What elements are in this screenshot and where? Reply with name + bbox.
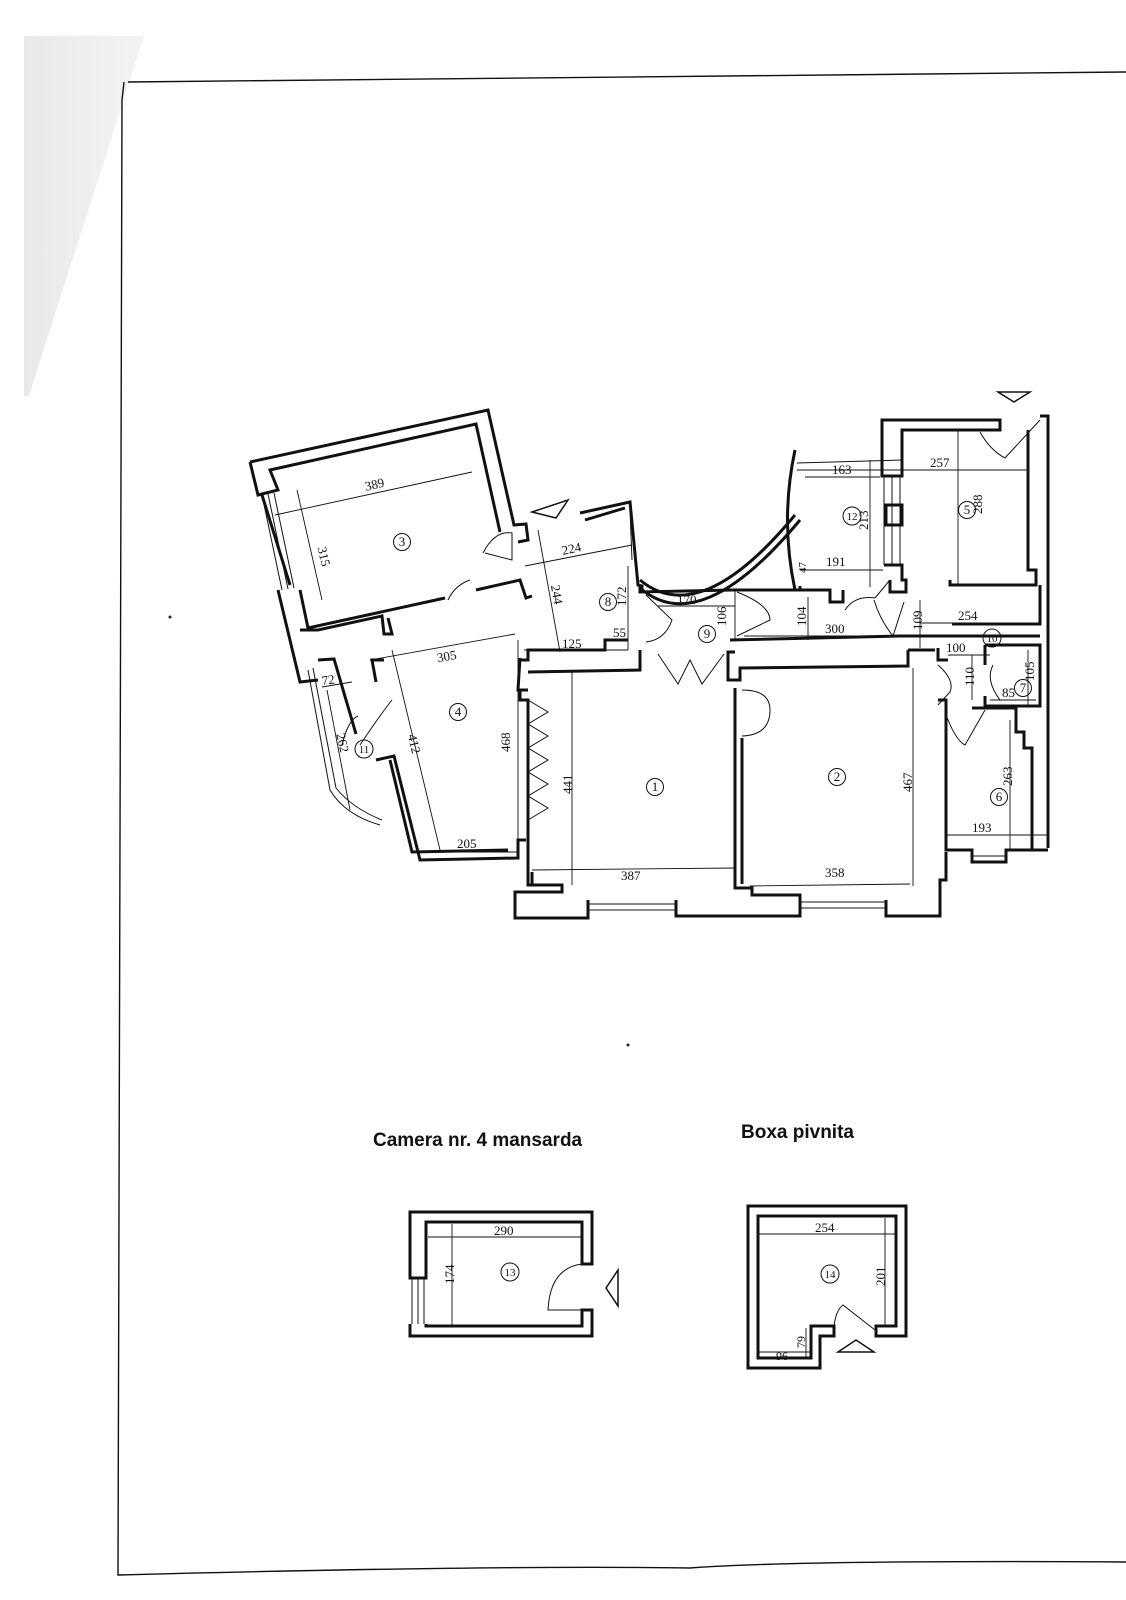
room-1-label: 1 — [646, 778, 664, 796]
dim-193: 193 — [972, 820, 992, 835]
dim-254-basement: 254 — [815, 1220, 835, 1235]
dim-244: 244 — [548, 584, 566, 606]
svg-text:14: 14 — [825, 1269, 837, 1281]
dim-174: 174 — [442, 1264, 457, 1284]
dim-172: 172 — [614, 587, 629, 607]
dim-191: 191 — [826, 554, 846, 569]
room-3-walls — [249, 408, 530, 544]
dim-104: 104 — [794, 606, 809, 626]
dim-224: 224 — [560, 539, 583, 558]
scan-speck — [168, 615, 172, 619]
dimension-labels: 389 315 305 412 468 205 72 262 224 244 1… — [315, 455, 1037, 883]
dim-105: 105 — [1022, 662, 1037, 682]
svg-text:1: 1 — [652, 779, 659, 794]
svg-text:9: 9 — [704, 626, 711, 641]
dim-300: 300 — [825, 621, 845, 636]
dim-109: 109 — [910, 611, 925, 631]
svg-text:6: 6 — [996, 789, 1003, 804]
dim-79: 79 — [794, 1336, 808, 1348]
room-2-label: 2 — [828, 768, 846, 786]
room-5-label: 5 — [958, 501, 976, 519]
dim-389: 389 — [363, 475, 385, 494]
dim-72: 72 — [321, 671, 336, 688]
dim-55: 55 — [613, 625, 626, 640]
dim-254: 254 — [958, 608, 978, 623]
attic-plan — [408, 1210, 619, 1338]
dim-288: 288 — [970, 495, 985, 515]
dim-96: 96 — [776, 1349, 788, 1363]
svg-text:5: 5 — [964, 502, 971, 517]
svg-text:12: 12 — [847, 511, 858, 523]
room-14-label: 14 — [820, 1264, 840, 1284]
page-frame — [117, 71, 1126, 1576]
room-10-label: 10 — [982, 628, 1002, 648]
dim-262: 262 — [333, 732, 352, 754]
svg-text:2: 2 — [834, 769, 841, 784]
dim-263: 263 — [1000, 767, 1015, 787]
dim-387: 387 — [621, 868, 641, 883]
room-13-label: 13 — [500, 1262, 520, 1282]
entrance-arrow-icon — [529, 498, 570, 519]
room-4-label: 4 — [449, 703, 467, 721]
svg-text:11: 11 — [359, 744, 370, 756]
room-8-label: 8 — [599, 593, 617, 611]
dim-106: 106 — [714, 606, 729, 626]
dim-170: 170 — [677, 592, 697, 607]
scan-speck — [626, 1043, 630, 1047]
room-6-label: 6 — [990, 788, 1008, 806]
dim-441: 441 — [560, 775, 575, 795]
main-plan — [248, 391, 1050, 920]
svg-text:13: 13 — [505, 1267, 517, 1279]
dim-290: 290 — [494, 1223, 514, 1238]
svg-text:8: 8 — [605, 594, 612, 609]
dim-213: 213 — [856, 511, 871, 531]
svg-text:3: 3 — [399, 534, 406, 549]
basement-plan — [746, 1204, 908, 1370]
dim-257: 257 — [930, 455, 950, 470]
dim-467: 467 — [900, 772, 915, 792]
room-9-label: 9 — [698, 625, 716, 643]
dim-201: 201 — [873, 1267, 888, 1287]
dim-205: 205 — [457, 836, 477, 851]
dim-412: 412 — [405, 733, 424, 755]
entrance-arrow-icon — [995, 391, 1033, 403]
room-7-label: 7 — [1014, 679, 1032, 697]
dim-100: 100 — [946, 640, 966, 655]
dim-47: 47 — [797, 562, 809, 574]
dim-468: 468 — [498, 733, 513, 753]
entrance-arrow-icon — [605, 1267, 619, 1309]
dim-85: 85 — [1002, 685, 1015, 700]
entrance-arrow-icon — [835, 1339, 877, 1353]
basement-plan-title: Boxa pivnita — [741, 1122, 854, 1143]
dim-305: 305 — [436, 647, 458, 665]
dim-125: 125 — [562, 636, 582, 651]
attic-plan-title: Camera nr. 4 mansarda — [373, 1130, 583, 1151]
dim-358: 358 — [825, 865, 845, 880]
svg-text:7: 7 — [1020, 680, 1027, 695]
dim-110: 110 — [962, 667, 977, 686]
room-11-label: 11 — [354, 739, 374, 759]
room-3-label: 3 — [393, 533, 411, 551]
room-12-label: 12 — [842, 506, 862, 526]
svg-text:10: 10 — [987, 633, 999, 645]
dim-163: 163 — [832, 462, 852, 477]
svg-text:4: 4 — [455, 704, 462, 719]
dim-315: 315 — [315, 545, 334, 567]
room-numbers: 3 4 11 8 9 12 5 10 7 6 1 2 — [354, 501, 1032, 806]
